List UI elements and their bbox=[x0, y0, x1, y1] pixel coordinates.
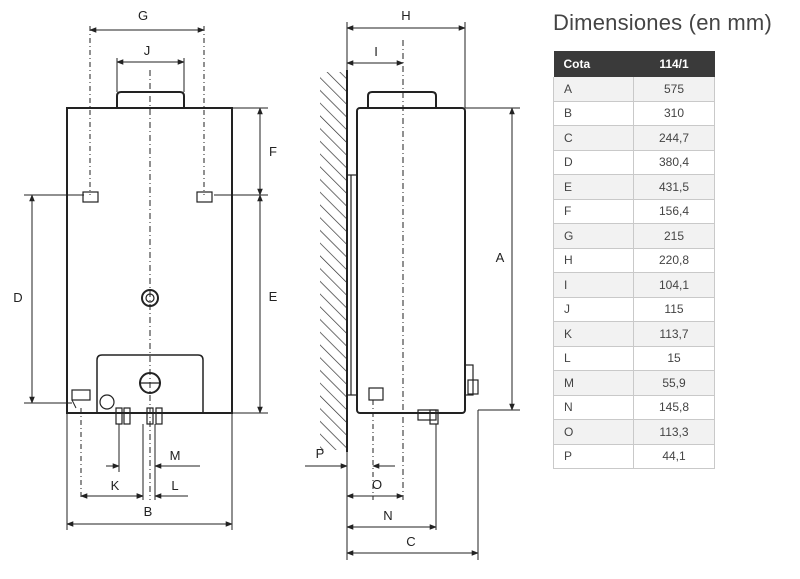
wall-hatch bbox=[320, 72, 347, 450]
technical-drawing: G J D F E M K L B H I A P O N C bbox=[13, 8, 520, 560]
control-panel bbox=[96, 354, 204, 413]
label-o: O bbox=[372, 477, 382, 492]
row-value: 244,7 bbox=[633, 125, 715, 151]
row-key: B bbox=[553, 101, 634, 126]
row-key: I bbox=[553, 272, 634, 298]
label-c: C bbox=[406, 534, 415, 549]
label-j: J bbox=[144, 43, 151, 58]
label-h: H bbox=[401, 8, 410, 23]
label-m: M bbox=[170, 448, 181, 463]
row-value: 15 bbox=[633, 346, 715, 371]
row-key: D bbox=[553, 150, 634, 175]
row-value: 310 bbox=[633, 101, 715, 126]
row-key: L bbox=[553, 346, 634, 371]
row-key: E bbox=[553, 174, 634, 200]
row-value: 156,4 bbox=[633, 199, 715, 224]
row-key: K bbox=[553, 321, 634, 347]
label-d: D bbox=[13, 290, 22, 305]
row-value: 113,3 bbox=[633, 419, 715, 445]
mount-hook-left bbox=[82, 191, 99, 203]
row-value: 220,8 bbox=[633, 248, 715, 273]
row-value: 431,5 bbox=[633, 174, 715, 200]
row-key: G bbox=[553, 223, 634, 249]
side-flue-collar bbox=[367, 91, 437, 108]
row-value: 104,1 bbox=[633, 272, 715, 298]
front-flue-collar bbox=[116, 91, 185, 109]
label-l: L bbox=[171, 478, 178, 493]
header-cota: Cota bbox=[553, 51, 634, 77]
label-e: E bbox=[269, 289, 278, 304]
side-dimensions bbox=[305, 22, 520, 560]
label-g: G bbox=[138, 8, 148, 23]
side-casing bbox=[356, 107, 466, 414]
label-f: F bbox=[269, 144, 277, 159]
row-key: A bbox=[553, 77, 634, 102]
label-n: N bbox=[383, 508, 392, 523]
row-key: M bbox=[553, 370, 634, 396]
mount-hook-right bbox=[196, 191, 213, 203]
row-key: H bbox=[553, 248, 634, 273]
table-header-row: Cota 114/1 bbox=[553, 51, 715, 77]
side-view bbox=[320, 40, 479, 500]
label-b: B bbox=[144, 504, 153, 519]
sight-window bbox=[141, 289, 159, 307]
row-key: N bbox=[553, 395, 634, 420]
row-key: J bbox=[553, 297, 634, 322]
page-title: Dimensiones (en mm) bbox=[553, 10, 772, 35]
front-dimensions bbox=[24, 26, 268, 530]
row-value: 55,9 bbox=[633, 370, 715, 396]
row-value: 145,8 bbox=[633, 395, 715, 420]
label-a: A bbox=[496, 250, 505, 265]
row-key: O bbox=[553, 419, 634, 445]
row-key: F bbox=[553, 199, 634, 224]
row-value: 575 bbox=[633, 77, 715, 102]
row-key: P bbox=[553, 444, 634, 469]
label-p: P bbox=[316, 446, 325, 461]
label-k: K bbox=[111, 478, 120, 493]
front-view bbox=[66, 70, 233, 500]
row-value: 115 bbox=[633, 297, 715, 322]
dimension-labels: G J D F E M K L B H I A P O N C bbox=[13, 8, 504, 549]
row-value: 44,1 bbox=[633, 444, 715, 469]
row-value: 113,7 bbox=[633, 321, 715, 347]
header-model: 114/1 bbox=[633, 51, 715, 77]
row-key: C bbox=[553, 125, 634, 151]
label-i: I bbox=[374, 44, 378, 59]
row-value: 380,4 bbox=[633, 150, 715, 175]
row-value: 215 bbox=[633, 223, 715, 249]
